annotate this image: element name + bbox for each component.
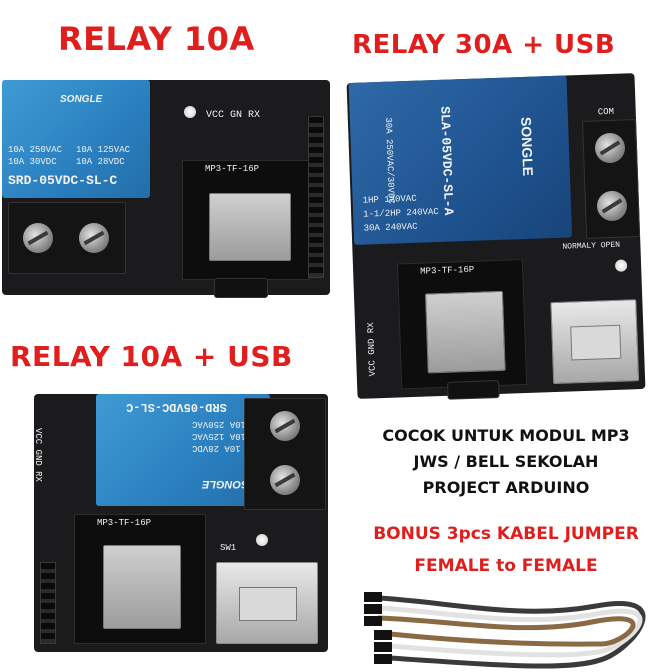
screw-terminal-block <box>244 398 326 510</box>
relay-rating-3: 1-1/2HP 240VAC <box>362 206 439 220</box>
com-label: COM <box>597 106 615 118</box>
headline-relay-30a-usb: RELAY 30A + USB <box>352 30 616 60</box>
relay-model: SRD-05VDC-SL-C <box>126 400 227 415</box>
screw-terminal-icon <box>596 190 628 222</box>
headline-relay-10a: RELAY 10A <box>58 20 255 58</box>
header-pins <box>40 562 56 644</box>
screw-terminal-icon <box>594 132 626 164</box>
mp3-module: MP3-TF-16P <box>74 514 206 644</box>
header-pins <box>308 116 324 278</box>
sd-card-slot <box>424 290 506 374</box>
relay-rating-4: 10A 28VDC <box>76 157 125 167</box>
screw-terminal-icon <box>23 223 53 253</box>
status-led <box>184 106 196 118</box>
caption-line-2: JWS / BELL SEKOLAH <box>413 452 599 471</box>
relay-rating-2: 1HP 120VAC <box>362 193 417 206</box>
status-led <box>614 259 628 272</box>
bonus-line-1: BONUS 3pcs KABEL JUMPER <box>373 524 639 544</box>
mp3-label: MP3-TF-16P <box>97 518 152 528</box>
audio-jack <box>214 278 268 298</box>
relay-brand: SONGLE <box>60 94 103 105</box>
relay-model: SLA-05VDC-SL-A <box>437 105 457 216</box>
screw-terminal-icon <box>79 223 109 253</box>
mp3-module: MP3-TF-16P <box>182 160 310 280</box>
relay-rating-2: 10A 125VAC <box>192 430 247 441</box>
jumper-cable-icon <box>364 592 646 669</box>
sd-card-slot <box>209 193 291 261</box>
mp3-label: MP3-TF-16P <box>205 164 260 174</box>
board-relay-30a-usb: SONGLE SLA-05VDC-SL-A 30A 250VAC/30VDC 1… <box>346 73 646 400</box>
pin-labels: VCC GND RX <box>32 427 43 482</box>
board-relay-10a-usb: SRD-05VDC-SL-C 10A 250VAC 10A 125VAC 10A… <box>32 394 328 652</box>
relay-brand: SONGLE <box>518 116 537 177</box>
pin-labels: VCC GN RX <box>206 110 261 121</box>
screw-terminal-icon <box>270 465 300 495</box>
screw-terminal-block <box>8 202 126 274</box>
board-relay-10a: SONGLE 10A 250VAC 10A 30VDC 10A 125VAC 1… <box>2 80 330 298</box>
normaly-open-label: NORMALY OPEN <box>562 240 621 252</box>
relay-10a-usb-module: SRD-05VDC-SL-C 10A 250VAC 10A 125VAC 10A… <box>96 394 270 506</box>
relay-30a-module: SONGLE SLA-05VDC-SL-A 30A 250VAC/30VDC 1… <box>348 75 573 245</box>
status-led <box>256 534 268 546</box>
usb-port-icon <box>216 562 318 644</box>
relay-rating-2: 10A 30VDC <box>8 157 57 167</box>
headline-relay-10a-usb: RELAY 10A + USB <box>10 340 293 373</box>
sw-label: SW1 <box>220 543 237 553</box>
screw-terminal-block <box>582 119 641 239</box>
relay-rating-3: 10A 28VDC <box>192 442 241 453</box>
mp3-module: MP3-TF-16P <box>396 259 528 390</box>
relay-model: SRD-05VDC-SL-C <box>8 173 118 188</box>
relay-rating-1: 10A 250VAC <box>8 145 63 155</box>
relay-rating-1: 10A 250VAC <box>192 418 247 429</box>
relay-10a-module: SONGLE 10A 250VAC 10A 30VDC 10A 125VAC 1… <box>2 80 150 198</box>
usb-port-icon <box>550 299 640 385</box>
screw-terminal-icon <box>270 411 300 441</box>
audio-jack <box>447 379 500 400</box>
relay-rating-1: 30A 250VAC/30VDC <box>382 117 396 204</box>
relay-rating-4: 30A 240VAC <box>363 221 418 234</box>
sd-card-slot <box>103 545 181 629</box>
bonus-line-2: FEMALE to FEMALE <box>414 556 598 576</box>
pin-labels: VCC GND RX <box>366 322 378 377</box>
caption-line-3: PROJECT ARDUINO <box>422 478 590 497</box>
relay-brand: SONGLE <box>202 478 249 491</box>
relay-rating-3: 10A 125VAC <box>76 145 131 155</box>
mp3-label: MP3-TF-16P <box>420 264 475 277</box>
caption-line-1: COCOK UNTUK MODUL MP3 <box>382 426 630 445</box>
